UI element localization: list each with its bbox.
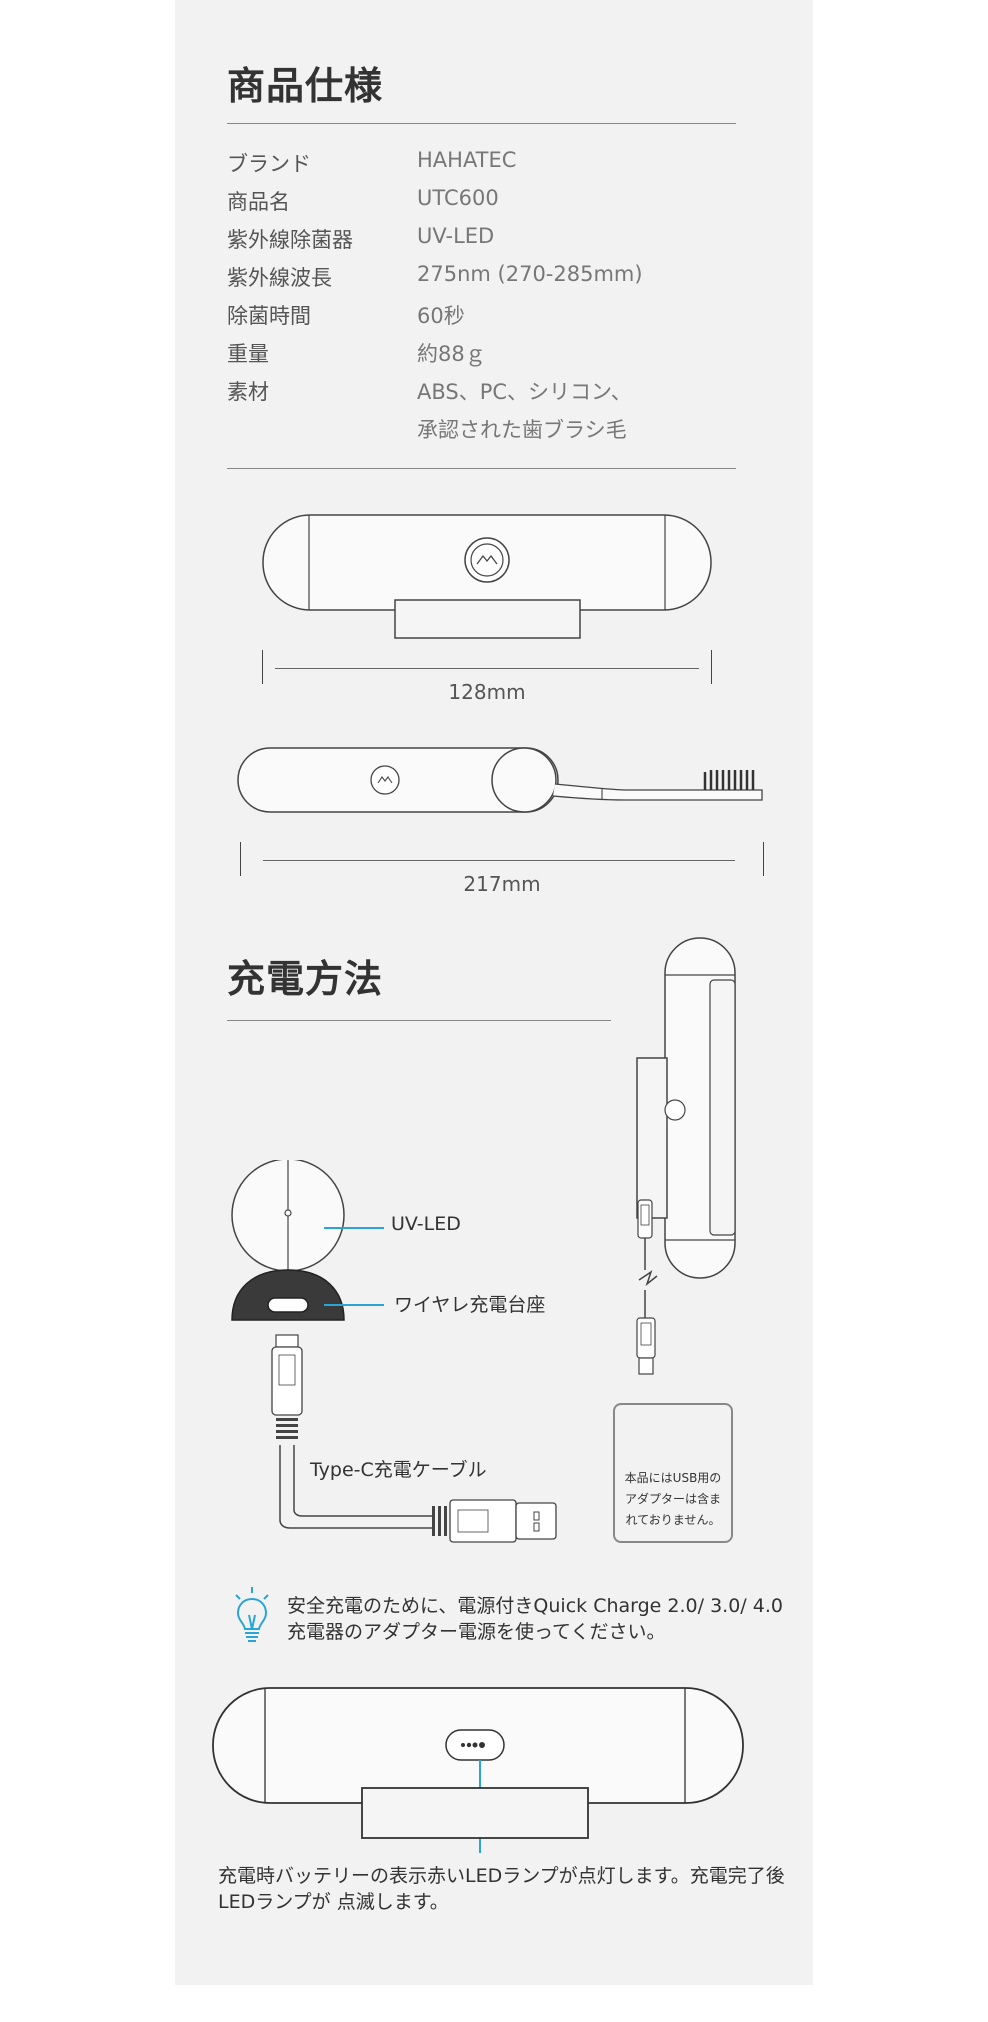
spec-value: 60秒 <box>417 304 465 328</box>
spec-value: 約88ｇ <box>417 342 486 366</box>
spec-row-time: 除菌時間 60秒 <box>227 300 747 334</box>
dim-tick-right <box>711 650 712 684</box>
spec-key: 紫外線波長 <box>227 266 332 290</box>
dim-tick-left <box>262 650 263 684</box>
led-note-line2: LEDランプが 点滅します。 <box>218 1891 449 1913</box>
vertical-device-cable-illustration <box>636 937 736 1375</box>
spec-row-brand: ブランド HAHATEC <box>227 148 747 182</box>
spec-title-divider <box>227 123 736 124</box>
adapter-note-line1: 本品にはUSB用の <box>624 1471 722 1485</box>
device-side-illustration <box>262 514 712 639</box>
spec-value: ABS、PC、シリコン、 <box>417 380 632 404</box>
dim-tick-left <box>240 842 241 876</box>
spec-value: HAHATEC <box>417 148 517 172</box>
spec-key: 重量 <box>227 342 269 366</box>
spec-row-uv: 紫外線除菌器 UV-LED <box>227 224 747 258</box>
charging-title-divider <box>227 1020 611 1021</box>
spec-value: UV-LED <box>417 224 495 248</box>
adapter-note-box <box>613 1403 733 1543</box>
spec-title: 商品仕様 <box>227 64 384 108</box>
spec-row-weight: 重量 約88ｇ <box>227 338 747 372</box>
spec-key: 素材 <box>227 380 269 404</box>
uv-led-callout: UV-LED <box>391 1213 461 1235</box>
lightbulb-icon <box>235 1587 269 1642</box>
device-led-illustration <box>212 1687 744 1853</box>
led-note-line1: 充電時バッテリーの表示赤いLEDランプが点灯します。充電完了後 <box>218 1865 785 1887</box>
spec-key: 除菌時間 <box>227 304 311 328</box>
spec-key: 紫外線除菌器 <box>227 228 353 252</box>
charging-title: 充電方法 <box>227 957 384 1001</box>
spec-value: UTC600 <box>417 186 499 210</box>
spec-row-material: 素材 ABS、PC、シリコン、 承認された歯ブラシ毛 <box>227 376 747 446</box>
adapter-note-line2: アダプターは含ま <box>624 1492 721 1506</box>
dim-label-128: 128mm <box>448 680 526 704</box>
spec-row-product-name: 商品名 UTC600 <box>227 186 747 220</box>
tip-text-line1: 安全充電のために、電源付きQuick Charge 2.0/ 3.0/ 4.0 <box>287 1595 783 1617</box>
spec-key: ブランド <box>227 152 311 176</box>
spec-value: 275nm (270-285mm) <box>417 262 643 286</box>
wireless-base-illustration <box>231 1160 557 1543</box>
device-with-brush-illustration <box>237 747 763 813</box>
dim-line <box>275 668 699 669</box>
adapter-note-line3: れておりません。 <box>625 1513 721 1527</box>
spec-value-line2: 承認された歯ブラシ毛 <box>417 418 627 442</box>
type-c-cable-callout: Type-C充電ケーブル <box>310 1459 487 1481</box>
spec-row-wavelength: 紫外線波長 275nm (270-285mm) <box>227 262 747 296</box>
tip-text-line2: 充電器のアダプター電源を使ってください。 <box>287 1621 666 1643</box>
dim-line <box>263 860 735 861</box>
dim-label-217: 217mm <box>463 872 541 896</box>
spec-bottom-divider <box>227 468 736 469</box>
wireless-base-callout: ワイヤレ充電台座 <box>394 1294 546 1316</box>
dim-tick-right <box>763 842 764 876</box>
spec-key: 商品名 <box>227 190 290 214</box>
